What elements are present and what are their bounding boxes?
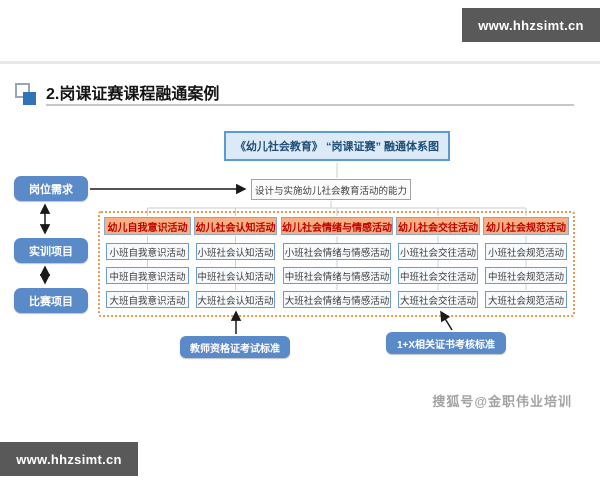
filled-square-icon <box>23 92 36 105</box>
practice-project-box: 实训项目 <box>14 238 88 263</box>
activity-item: 大班社会规范活动 <box>485 291 567 308</box>
column-header: 幼儿社会情绪与情感活动 <box>281 217 393 235</box>
section-title: 2.岗课证赛课程融通案例 <box>46 86 220 103</box>
column-header: 幼儿社会认知活动 <box>194 217 277 235</box>
divider-band <box>0 61 600 64</box>
post-demand-box: 岗位需求 <box>14 176 88 201</box>
activity-item: 中班社会认知活动 <box>196 267 275 284</box>
diagram-title-box: 《幼儿社会教育》 “岗课证赛” 融通体系图 <box>224 131 450 161</box>
title-underline <box>46 104 574 106</box>
activity-item: 中班自我意识活动 <box>106 267 189 284</box>
x-cert-standard-box: 1+X相关证书考核标准 <box>386 332 506 354</box>
black-arrows <box>39 183 453 334</box>
activity-item: 中班社会规范活动 <box>485 267 567 284</box>
title-squares-icon <box>15 83 41 109</box>
column-header: 幼儿社会交往活动 <box>396 217 480 235</box>
activity-item: 小班社会规范活动 <box>485 243 567 260</box>
bottom-url-banner: www.hhzsimt.cn <box>0 442 138 476</box>
watermark: 搜狐号@金职伟业培训 <box>432 394 572 409</box>
gray-connectors <box>147 163 527 216</box>
top-url-banner: www.hhzsimt.cn <box>462 8 600 42</box>
competition-project-box: 比赛项目 <box>14 288 88 313</box>
x-cert-arrow <box>440 310 453 331</box>
activity-item: 小班社会交往活动 <box>398 243 478 260</box>
column-header: 幼儿社会规范活动 <box>483 217 569 235</box>
activity-item: 大班社会情绪与情感活动 <box>283 291 391 308</box>
activity-item: 大班自我意识活动 <box>106 291 189 308</box>
activity-item: 小班自我意识活动 <box>106 243 189 260</box>
column-header: 幼儿自我意识活动 <box>104 217 191 235</box>
activity-item: 中班社会情绪与情感活动 <box>283 267 391 284</box>
ability-box: 设计与实施幼儿社会教育活动的能力 <box>251 179 411 200</box>
activity-item: 大班社会认知活动 <box>196 291 275 308</box>
activity-item: 中班社会交往活动 <box>398 267 478 284</box>
activity-item: 大班社会交往活动 <box>398 291 478 308</box>
activity-item: 小班社会认知活动 <box>196 243 275 260</box>
activity-item: 小班社会情绪与情感活动 <box>283 243 391 260</box>
teacher-cert-standard-box: 教师资格证考试标准 <box>180 336 290 358</box>
column-connectors <box>147 236 527 290</box>
